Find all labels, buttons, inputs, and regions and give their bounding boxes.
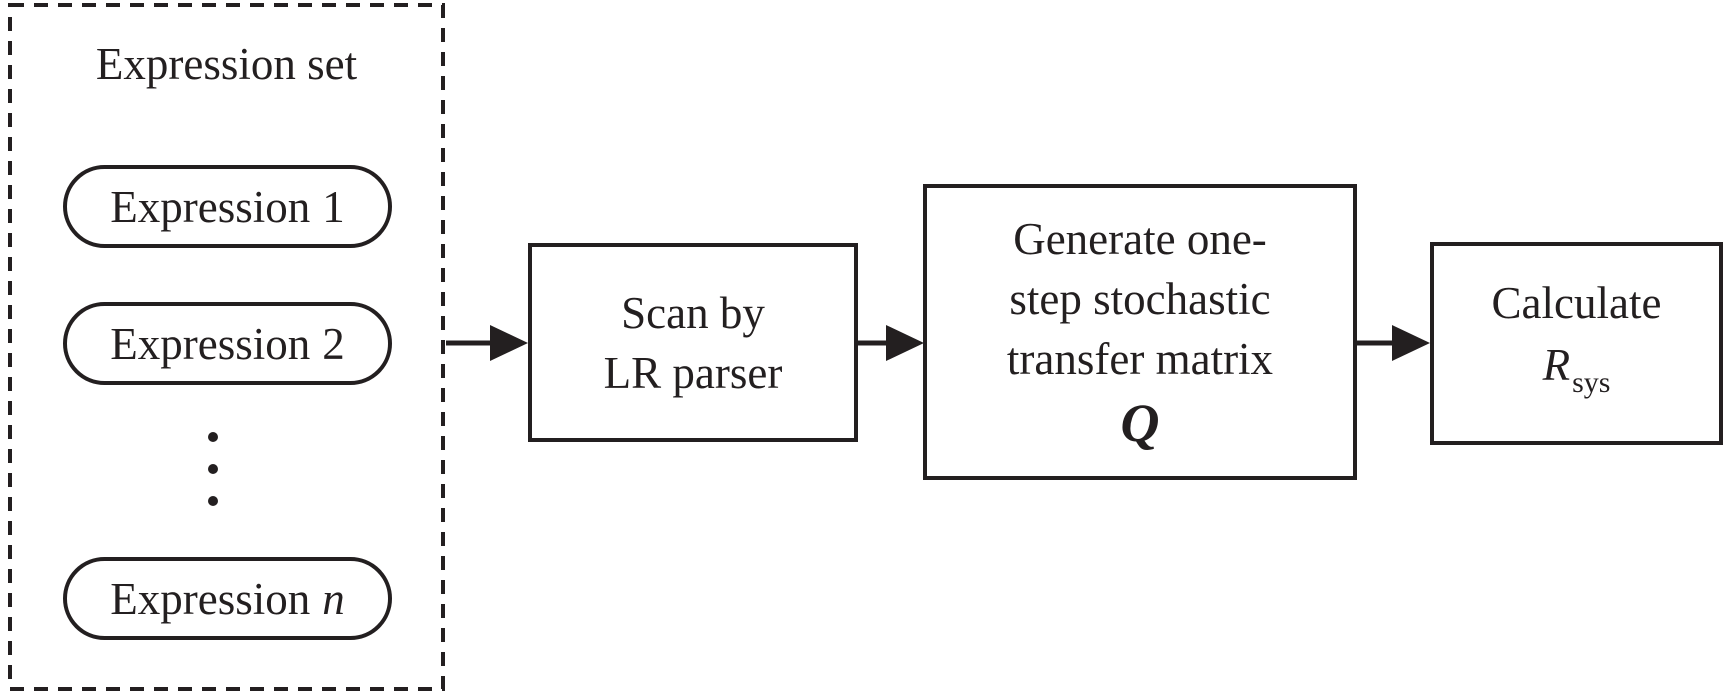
expression-pill-1: Expression 1: [63, 165, 392, 248]
scan-by-lr-parser-box: Scan by LR parser: [528, 243, 858, 442]
generate-box-line2: step stochastic: [1009, 274, 1271, 324]
calculate-rsys-box: Calculate Rsys: [1430, 242, 1723, 445]
r-symbol: R: [1542, 339, 1571, 390]
generate-box-line1: Generate one-: [1013, 214, 1267, 264]
arrow-generate-to-calculate: [1357, 325, 1430, 361]
scan-box-line2: LR parser: [603, 347, 783, 398]
ellipsis-dot: [208, 496, 218, 506]
ellipsis-dot: [208, 432, 218, 442]
expression-pill-2: Expression 2: [63, 302, 392, 385]
expression-pill-2-index: 2: [322, 318, 345, 369]
vertical-ellipsis: [208, 432, 218, 506]
arrow-expressions-to-scan: [446, 325, 528, 361]
expression-set-dashed-border: [8, 3, 445, 691]
r-subscript: sys: [1572, 365, 1611, 399]
expression-pill-2-label: Expression: [110, 318, 311, 369]
ellipsis-dot: [208, 464, 218, 474]
calculate-box-line1: Calculate: [1491, 277, 1662, 328]
expression-pill-n: Expression n: [63, 557, 392, 640]
generate-transfer-matrix-box: Generate one- step stochastic transfer m…: [923, 184, 1357, 480]
scan-box-line1: Scan by: [621, 287, 765, 338]
expression-pill-n-index: n: [322, 573, 345, 624]
rsys-formula: Rsys: [1543, 333, 1611, 415]
generate-box-line3: transfer matrix: [1006, 334, 1274, 384]
expression-set-title: Expression set: [95, 39, 358, 89]
expression-pill-1-label: Expression: [110, 181, 311, 232]
matrix-q-symbol: Q: [1120, 393, 1160, 453]
expression-pill-1-index: 1: [322, 181, 345, 232]
arrow-scan-to-generate: [858, 325, 924, 361]
expression-pill-n-label: Expression: [110, 573, 311, 624]
